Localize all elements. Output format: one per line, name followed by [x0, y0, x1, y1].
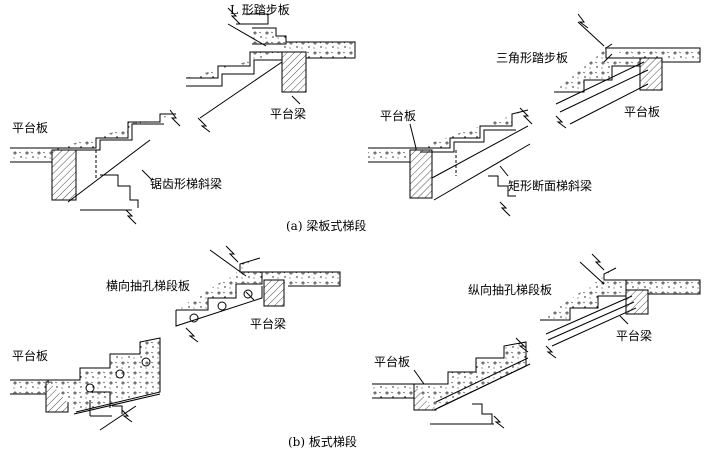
- rect-beam-line-2: [433, 143, 531, 201]
- rect-beam-steps: [416, 109, 529, 149]
- label-horiz-hole-slab: 横向抽孔梯段板: [106, 279, 191, 293]
- stringer-edge-a-top: [199, 61, 283, 119]
- panel-b-top-horiz: [175, 245, 341, 343]
- horiz-hole-slab-b-left: [48, 337, 161, 413]
- panel-a-top-ltread: [186, 7, 356, 133]
- vert-hole-slab-b-middle: [414, 341, 527, 411]
- platform-beam-a-top: [281, 51, 307, 93]
- panel-a-middle-rect: [368, 107, 533, 217]
- platform-slab-b-left: [10, 379, 49, 395]
- label-vert-hole-slab: 纵向抽孔梯段板: [468, 283, 553, 297]
- platform-beam-a1: [51, 149, 77, 201]
- platform-slab-b-right: [604, 279, 701, 295]
- label-platform-slab-3: 平台板: [380, 109, 417, 123]
- platform-beam-b-right: [625, 289, 649, 315]
- sawtooth-beam-edge: [67, 139, 151, 203]
- platform-slab-a1: [10, 147, 59, 163]
- platform-beam-a-right: [639, 57, 663, 91]
- platform-slab-b-middle: [372, 383, 415, 399]
- l-tread-piece: [252, 27, 287, 45]
- caption-b: (b) 板式梯段: [288, 435, 357, 449]
- platform-beam-a-middle: [409, 149, 433, 199]
- l-tread-steps-a1: [58, 113, 176, 149]
- panel-a1-sawtooth: [10, 109, 181, 225]
- label-platform-slab-1: 平台板: [12, 121, 49, 135]
- label-triangle-tread: 三角形踏步板: [496, 51, 569, 65]
- label-sawtooth-beam: 锯齿形梯斜梁: [150, 177, 223, 191]
- label-platform-beam-2: 平台梁: [250, 317, 287, 331]
- label-l-tread: L 形踏步板: [230, 3, 290, 17]
- l-tread-steps-a-top: [186, 51, 282, 79]
- rect-beam-edge-a-right: [569, 83, 649, 125]
- label-rect-beam: 矩形断面梯斜梁: [508, 179, 593, 193]
- label-platform-beam-1: 平台梁: [270, 107, 307, 121]
- platform-slab-a-middle: [368, 147, 417, 163]
- caption-a: (a) 梁板式梯段: [286, 219, 367, 233]
- vert-hole-slab-b-right: [540, 267, 627, 321]
- panel-b-middle-vert: [372, 337, 531, 429]
- label-platform-beam-3: 平台梁: [616, 329, 653, 343]
- rect-beam-line-1: [431, 125, 529, 179]
- panel-b-left-horiz: [10, 337, 161, 431]
- label-platform-slab-5: 平台板: [374, 355, 411, 369]
- platform-slab-a-right: [605, 47, 701, 63]
- triangle-tread-steps: [554, 43, 641, 93]
- panel-b-right-vert: [540, 253, 701, 359]
- horiz-hole-slab-b-top: [176, 257, 263, 311]
- panel-a-right-triangle: [554, 13, 701, 129]
- platform-beam-b-top: [263, 279, 285, 307]
- label-platform-slab-2: 平台板: [624, 105, 661, 119]
- label-platform-slab-4: 平台板: [12, 349, 49, 363]
